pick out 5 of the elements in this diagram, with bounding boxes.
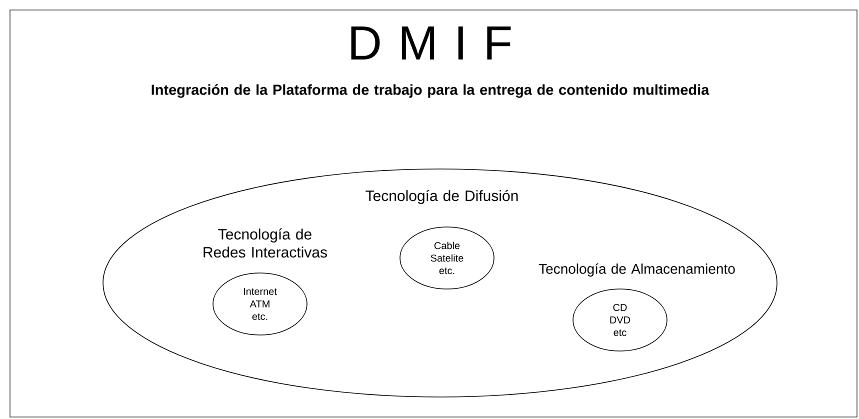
subtitle: Integración de la Plataforma de trabajo para la entrega de contenido multimedia xyxy=(152,84,710,98)
title: D M I F xyxy=(351,26,511,60)
ellipse-label: Tecnología de Redes Interactivas xyxy=(204,228,327,258)
ellipse-label: Tecnología de Difusión xyxy=(366,190,518,204)
ellipse-label: Tecnología de Almacenamiento xyxy=(538,263,735,277)
